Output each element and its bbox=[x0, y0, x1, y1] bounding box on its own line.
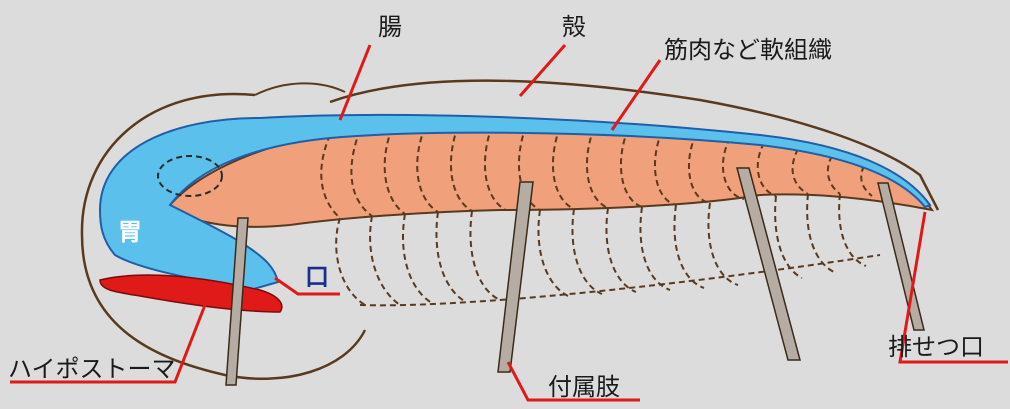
label-shell: 殻 bbox=[562, 13, 586, 41]
label-soft-tissue: 筋肉など軟組織 bbox=[664, 36, 832, 64]
label-intestine: 腸 bbox=[378, 13, 402, 41]
leader-shell bbox=[520, 45, 565, 96]
label-hypostome: ハイポストーマ bbox=[8, 355, 176, 383]
label-stomach: 胃 bbox=[118, 218, 142, 246]
leader-intestine bbox=[340, 45, 370, 120]
label-appendage: 付属肢 bbox=[548, 373, 620, 401]
head-dome-outline bbox=[255, 83, 345, 95]
label-anus: 排せつ口 bbox=[888, 333, 984, 361]
label-mouth: 口 bbox=[305, 263, 329, 291]
leader-soft-tissue bbox=[612, 60, 660, 130]
